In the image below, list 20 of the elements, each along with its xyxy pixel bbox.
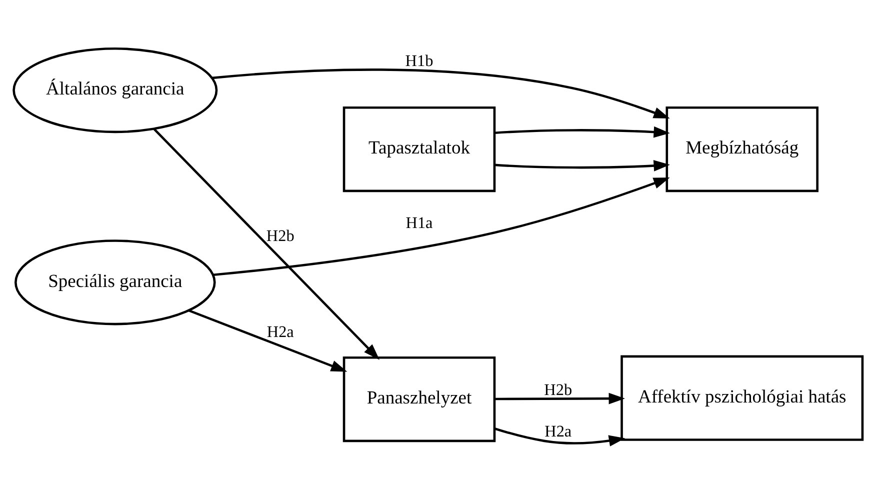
node-box: Megbízhatóság: [666, 106, 818, 192]
edge-label: H2a: [544, 422, 572, 441]
arrow: [212, 68, 670, 119]
arrow: [153, 128, 380, 360]
arrow: [494, 126, 670, 138]
node-box: Affektív pszichológiai hatás: [620, 355, 864, 441]
arrow: [213, 177, 670, 276]
arrow: [494, 392, 625, 404]
edge-label: H1b: [405, 52, 434, 70]
arrow: [188, 309, 348, 372]
edge-label: H2b: [266, 226, 294, 245]
edge-label: H2b: [544, 380, 572, 399]
edge-label: H2a: [266, 323, 294, 342]
arrow: [494, 427, 626, 446]
node-ellipse: Általános garancia: [12, 47, 218, 134]
node-ellipse: Speciális garancia: [14, 240, 216, 326]
node-box: Tapasztalatok: [342, 106, 496, 192]
arrow: [494, 160, 670, 172]
edge-label: H1a: [406, 214, 433, 232]
node-box: Panaszhelyzet: [342, 356, 496, 442]
